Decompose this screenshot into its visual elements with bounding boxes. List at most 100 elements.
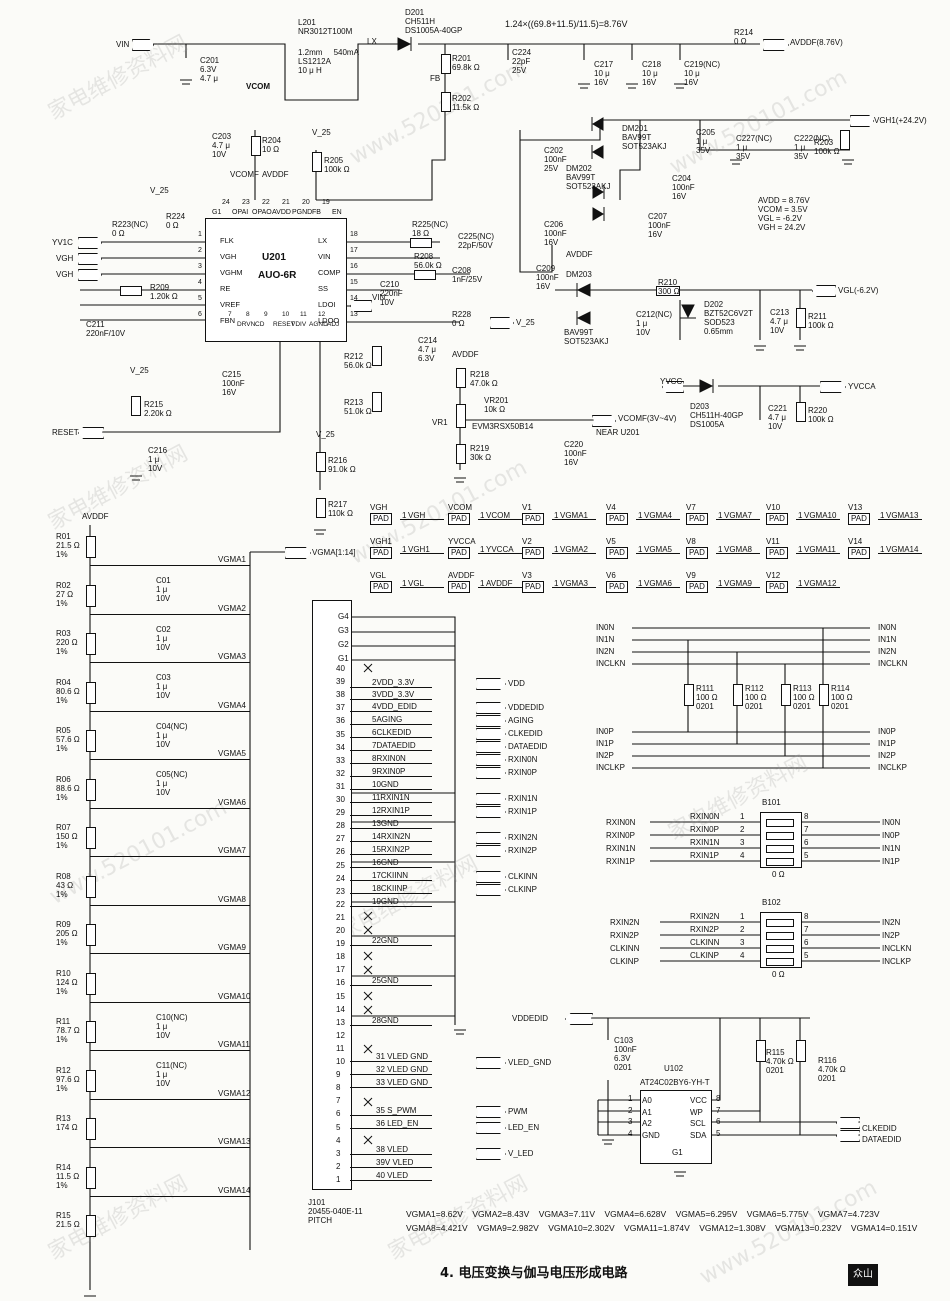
cap-label-ladder: C02 1 μ 10V xyxy=(156,624,171,652)
res-label-ladder: R08 xyxy=(56,871,71,881)
connector-net-label: VDDEDID xyxy=(508,703,545,712)
ic-pin-label: VCC xyxy=(690,1096,707,1105)
connector-pin-number: 9 xyxy=(336,1070,341,1080)
ic-pin-label: 23 xyxy=(242,199,250,206)
connector-signal-label: 15RXIN2P xyxy=(372,845,410,854)
resistor-r212 xyxy=(372,346,382,366)
res-label-ladder: R12 xyxy=(56,1065,71,1075)
ladder-net-wire xyxy=(90,613,250,615)
res-value-ladder: 97.6 Ω xyxy=(56,1074,80,1084)
pad-pin-number: 1 xyxy=(480,511,485,520)
pad-box: PAD xyxy=(686,547,708,559)
res-label-r204: R204 10 Ω xyxy=(262,136,282,154)
net-label-yvcca: YVCCA xyxy=(848,382,876,391)
ladder-net-wire xyxy=(90,710,250,712)
res-value-ladder: 220 Ω xyxy=(56,638,78,647)
res-label-r209: R209 1.20k Ω xyxy=(150,283,178,301)
ic-pin-number: 5 xyxy=(198,295,202,302)
res-label-r208: R208 56.0k Ω xyxy=(414,252,442,270)
pad-pin-number: 1 xyxy=(480,579,485,588)
ic-pin-number: 5 xyxy=(716,1128,721,1138)
pad-ref: V7 xyxy=(686,503,696,512)
array-in-label: CLKINN xyxy=(610,944,640,953)
connector-net-label: PWM xyxy=(508,1107,528,1116)
res-label-r212: R212 56.0k Ω xyxy=(344,352,372,370)
connector-net-port xyxy=(476,741,506,753)
cap-label-c209: C209 100nF 16V xyxy=(536,264,559,291)
connector-pin-number: 7 xyxy=(336,1096,341,1106)
array-pin-left: 4 xyxy=(740,851,745,860)
connector-signal-label: 11RXIN1N xyxy=(372,793,410,802)
net-label-avddf: AVDDF xyxy=(262,170,289,179)
ic-pin-label: CD xyxy=(255,321,265,328)
connector-signal-wire xyxy=(350,802,432,803)
term-res-label: R114 100 Ω 0201 xyxy=(831,684,853,711)
pad-wire xyxy=(478,587,522,588)
net-label-vgl: VGL(-6.2V) xyxy=(838,286,879,295)
connector-signal-label: 36 LED_EN xyxy=(376,1119,419,1128)
connector-signal-wire xyxy=(350,1087,432,1088)
pad-ref: VGL xyxy=(370,571,387,580)
connector-net-label: DATAEDID xyxy=(508,742,548,751)
pad-box: PAD xyxy=(606,547,628,559)
connector-signal-label: 25GND xyxy=(372,976,399,985)
resistor-r205 xyxy=(312,152,322,172)
connector-signal-wire xyxy=(350,880,432,881)
res-label-r215: R215 2.20k Ω xyxy=(144,400,172,418)
pad-wire xyxy=(400,553,444,554)
array-in-label: CLKINP xyxy=(610,957,639,966)
ladder-net-wire xyxy=(90,1098,250,1100)
pad-pin-number: 1 xyxy=(798,511,803,520)
array-in-label: RXIN2P xyxy=(610,931,639,940)
connector-signal-wire xyxy=(350,1180,432,1181)
connector-signal-wire xyxy=(350,711,432,712)
res-label-ladder: R04 xyxy=(56,677,71,687)
ic-pin-label: 11 xyxy=(300,311,307,318)
ic-pin-label: FB xyxy=(312,209,321,216)
pad-ref: V10 xyxy=(766,503,781,512)
trimmer-vr201 xyxy=(456,404,466,428)
cap-label-c213: C213 4.7 μ 10V xyxy=(770,308,790,335)
connector-signal-wire xyxy=(350,1074,432,1075)
ladder-net-wire xyxy=(90,856,250,857)
pad-box: PAD xyxy=(686,581,708,593)
connector-pin-number: 18 xyxy=(336,952,345,962)
res-label-r213: R213 51.0k Ω xyxy=(344,398,372,416)
connector-pin-number: 25 xyxy=(336,860,345,870)
diode-part-bav99t: BAV99T SOT523AKJ xyxy=(564,328,609,346)
ic-pin-label: RESET xyxy=(273,321,295,328)
resistor-ladder-element xyxy=(86,1215,96,1237)
net-label-reset: RESET xyxy=(52,428,79,437)
net-label-v25: V_25 xyxy=(316,430,335,439)
net-port-vddedid xyxy=(565,1013,593,1025)
net-port-dataedid xyxy=(836,1130,860,1142)
array-pin-right: 8 xyxy=(804,912,809,921)
ic-pin-number: 3 xyxy=(198,263,202,270)
res-value-ladder: 174 Ω xyxy=(56,1123,78,1132)
array-pin-left: 4 xyxy=(740,951,745,960)
connector-pin-number: 14 xyxy=(336,1004,345,1014)
array-element xyxy=(766,832,794,840)
pad-ref: V2 xyxy=(522,537,532,546)
cap-label-c210: C210 220nF 10V xyxy=(380,280,403,307)
voltage-formula: 1.24×((69.8+11.5)/11.5)=8.76V xyxy=(505,19,628,29)
ladder-net-wire xyxy=(90,1195,250,1197)
net-port-v25 xyxy=(490,317,514,329)
res-value-ladder: 43 Ω xyxy=(56,880,74,890)
net-port-yv1c xyxy=(78,237,102,249)
connector-pin-number: 29 xyxy=(336,808,345,818)
res-label-r202: R202 11.5k Ω xyxy=(452,94,480,112)
connector-pin-number: 35 xyxy=(336,729,345,739)
connector-signal-label: 22GND xyxy=(372,936,399,945)
res-tolerance-ladder: 1% xyxy=(56,1083,68,1093)
connector-signal-label: 6CLKEDID xyxy=(372,728,412,737)
pad-pin-number: 1 xyxy=(554,545,559,554)
ladder-net-wire xyxy=(90,904,250,906)
ic-pin-number: 2 xyxy=(628,1105,633,1115)
ic-pin-label: 7 xyxy=(228,311,232,318)
array-out-label: IN2P xyxy=(882,931,900,940)
connector-pin-number: 40 xyxy=(336,664,345,673)
pad-pin-number: 1 xyxy=(718,545,723,554)
res-value-ladder: 57.6 Ω xyxy=(56,735,80,744)
resistor-r217 xyxy=(316,498,326,518)
